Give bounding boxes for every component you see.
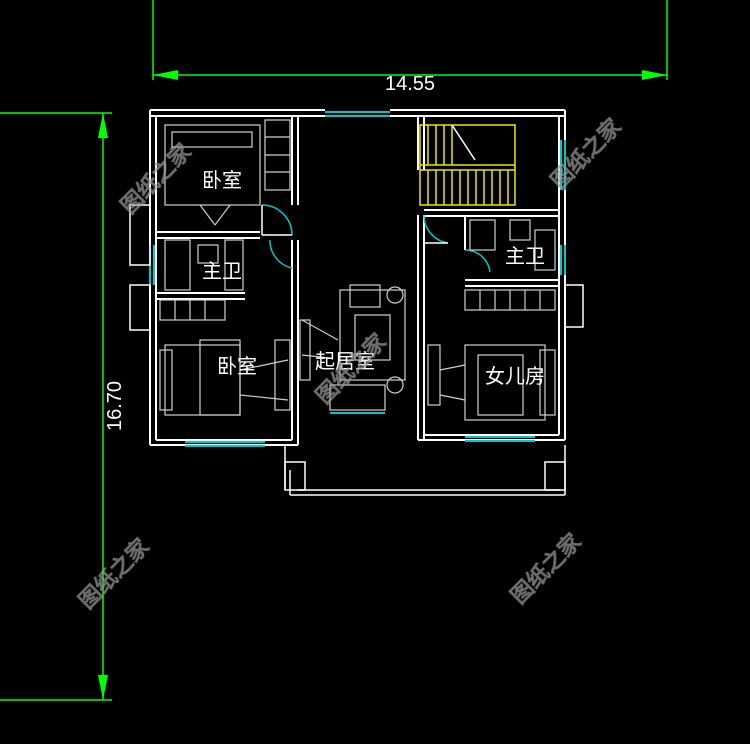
bay-windows [129,204,584,331]
room-label-bedroom-top-left: 卧室 [202,168,242,192]
room-label-bath-left: 主卫 [202,259,242,283]
room-label-daughter-room: 女儿房 [485,364,545,388]
width-dimension [152,0,668,80]
staircase [419,124,516,206]
height-label: 16.70 [104,381,126,431]
door-jambs [261,205,448,244]
furniture [159,119,556,421]
room-label-bath-right: 主卫 [505,244,545,268]
balcony [284,445,566,496]
room-label-bedroom-bottom-left: 卧室 [217,354,257,378]
watermark: 图纸之家 [74,533,155,614]
watermark: 图纸之家 [506,528,587,609]
doors [261,204,491,273]
width-label: 14.55 [385,73,435,95]
interior-walls [156,116,559,445]
room-label-living-room: 起居室 [315,349,375,373]
height-dimension [0,112,112,701]
